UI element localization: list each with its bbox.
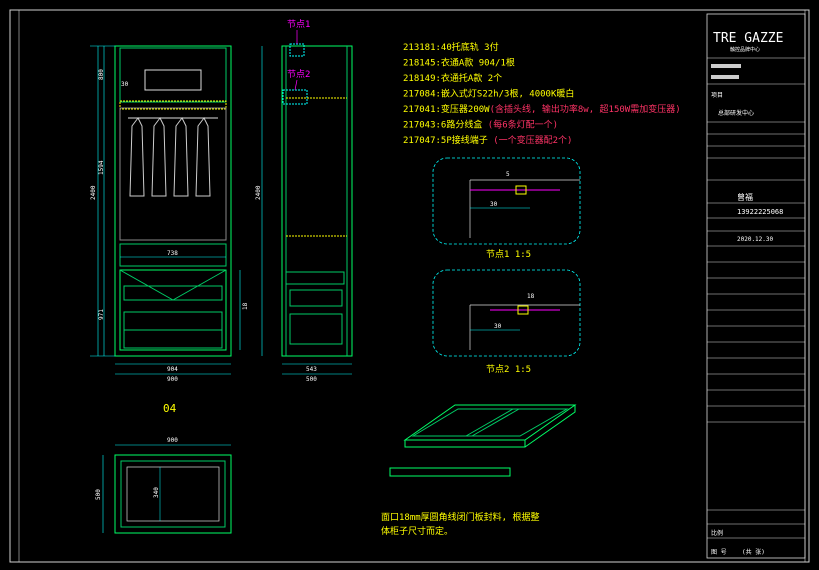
dim-width: 900 [167, 376, 178, 383]
unit-label: 04 [163, 402, 177, 415]
scale-label: 比例 [711, 529, 723, 537]
brand-logo: TRE GAZZE [713, 31, 783, 46]
dim-d5: 971 [98, 309, 105, 320]
designer-phone: 13922225068 [737, 208, 783, 216]
note-line: 213181:40托底轨 3付 [403, 41, 499, 53]
project-label: 项目 [711, 92, 723, 99]
detail-2: 30 18 节点2 1:5 [432, 269, 581, 375]
bottom-note-line2: 体柜子尺寸而定。 [381, 525, 453, 537]
plan-dim-h: 500 [95, 489, 102, 500]
sheet-label: 图 号 [711, 549, 727, 556]
plan-view [102, 444, 232, 534]
detail1-label: 节点1 1:5 [486, 249, 531, 260]
dim-d4: 18 [242, 302, 249, 310]
sheet-count: (共 张) [742, 548, 765, 556]
dept: 总部研发中心 [718, 109, 754, 117]
note-line: 217084:嵌入式灯S22h/3根, 4000K暖白 [403, 88, 574, 100]
note-line: 217043:6路分线盒 (每6条灯配一个) [403, 119, 558, 131]
note-line: 218149:衣通托A款 2个 [403, 72, 502, 84]
dim-top-w: 904 [167, 366, 178, 373]
designer-name: 曾福 [737, 192, 753, 202]
bottom-note-line1: 面口18mm厚圆角线闭门板封料, 根据整 [381, 511, 540, 523]
side-dim-inner: 543 [306, 366, 317, 373]
side-elevation [261, 43, 353, 375]
plan-dim-w: 900 [167, 437, 178, 444]
dim-d1: 30 [121, 81, 129, 88]
node2-label: 节点2 [287, 69, 310, 80]
dim-total-h: 2400 [90, 185, 97, 200]
front-elevation [114, 45, 232, 357]
detail2-dim: 30 [494, 323, 502, 330]
detail-1: 30 5 节点1 1:5 [432, 157, 581, 260]
dim-mid-w: 738 [167, 250, 178, 257]
side-dim-width: 500 [306, 376, 317, 383]
title-block: TRE GAZZE 触控品牌中心 项目 总部研发中心 曾福 1392222506… [706, 13, 806, 559]
detail2-label: 节点2 1:5 [486, 364, 531, 375]
note-line: 217047:5P接线端子 (一个变压器配2个) [403, 134, 572, 146]
detail1-dim-a: 5 [506, 171, 510, 178]
detail2-dim-c: 18 [527, 293, 535, 300]
dim-d3: 1594 [98, 160, 105, 175]
detail1-dim: 30 [490, 201, 498, 208]
side-dim-h: 2400 [255, 185, 262, 200]
note-line: 217041:变压器200W(含插头线, 输出功率8w, 超150W需加变压器) [403, 103, 681, 115]
front-dimensions [90, 45, 241, 375]
note-line: 218145:衣通A款 904/1根 [403, 57, 515, 69]
iso-frame [389, 404, 577, 477]
plan-dim-inner: 340 [153, 487, 160, 498]
brand-sub: 触控品牌中心 [730, 46, 760, 53]
material-notes: 213181:40托底轨 3付 218145:衣通A款 904/1根 218149:… [403, 41, 681, 146]
drawing-date: 2020.12.30 [737, 236, 774, 243]
node1-label: 节点1 [287, 19, 310, 30]
dim-d2: 800 [98, 69, 105, 80]
